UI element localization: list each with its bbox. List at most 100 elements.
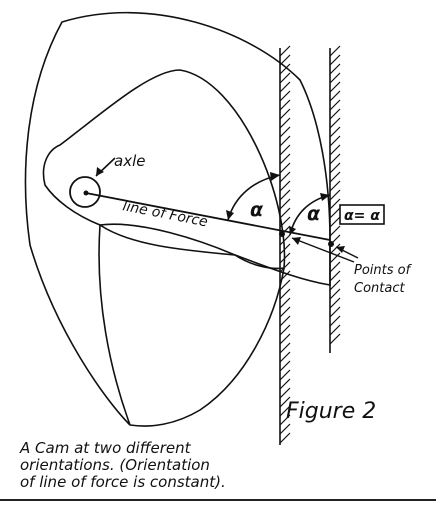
hatch-stroke [329,171,341,183]
hatch-stroke [279,171,291,183]
hatch-stroke [329,54,341,66]
alpha-equality-label: α= α [344,208,380,224]
hatch-stroke [279,189,291,201]
points-of-contact-label-1: Points of [354,263,413,278]
angle-arc-right-arrow-bottom [289,226,296,235]
hatch-stroke [279,117,291,129]
hatch-stroke [279,243,291,255]
hatch-stroke [279,432,291,444]
hatch-stroke [329,153,341,165]
hatch-stroke [279,270,291,282]
hatch-stroke [279,324,291,336]
alpha-label-right: α [307,203,321,225]
hatch-stroke [329,108,341,120]
hatch-stroke [329,81,341,93]
cam-outline-inner [42,69,286,270]
hatch-stroke [329,333,341,345]
hatch-stroke [329,261,341,273]
hatch-stroke [329,126,341,138]
hatch-stroke [279,342,291,354]
hatch-stroke [329,270,341,282]
hatch-stroke [279,63,291,75]
contact-point-1 [279,231,285,237]
angle-arc-right-arrow-top [320,193,330,201]
hatch-stroke [279,198,291,210]
hatch-stroke [279,207,291,219]
points-of-contact-label-2: Contact [354,281,405,296]
hatch-stroke [329,207,341,219]
bottom-divider [0,499,436,501]
hatch-stroke [279,90,291,102]
contact-pointer-1-head [292,237,301,245]
hatch-stroke [279,252,291,264]
hatch-stroke [329,117,341,129]
hatch-stroke [279,153,291,165]
hatch-stroke [279,108,291,120]
hatch-stroke [279,144,291,156]
figure-title: Figure 2 [286,399,376,424]
hatch-stroke [279,369,291,381]
hatch-stroke [329,189,341,201]
contact-pointer-1 [291,237,355,263]
hatch-stroke [279,333,291,345]
hatch-stroke [279,306,291,318]
hatch-stroke [329,180,341,192]
hatch-stroke [329,243,341,255]
cam-outline-lower [129,267,285,427]
alpha-label-left: α [250,199,264,221]
hatch-stroke [329,252,341,264]
hatch-stroke [329,216,341,228]
hatch-stroke [329,288,341,300]
hatch-stroke [279,216,291,228]
hatch-stroke [279,135,291,147]
hatch-stroke [279,279,291,291]
angle-arc-left-arrow-bottom [226,210,234,220]
hatch-stroke [329,279,341,291]
hatch-stroke [279,99,291,111]
axle-circle [69,176,101,208]
hatch-stroke [329,198,341,210]
line-of-force [85,192,331,241]
hatch-stroke [279,405,291,417]
caption-line-2: orientations. (Orientation [20,456,210,474]
hatch-stroke [329,99,341,111]
hatch-stroke [329,72,341,84]
hatch-stroke [279,351,291,363]
hatch-stroke [279,396,291,408]
hatch-stroke [279,378,291,390]
hatch-stroke [279,81,291,93]
contact-pointer-2-head [336,246,345,253]
hatch-stroke [279,297,291,309]
hatch-stroke [279,180,291,192]
hatch-stroke [329,306,341,318]
hatch-stroke [329,45,341,57]
hatch-stroke [329,162,341,174]
hatch-stroke [329,90,341,102]
contact-point-2 [328,241,334,247]
cam-outline-outer [24,11,331,426]
hatch-stroke [279,126,291,138]
axle-pointer-arrowhead [96,167,104,176]
hatch-stroke [329,135,341,147]
hatch-stroke [329,144,341,156]
hatch-stroke [329,63,341,75]
figure-caption: A Cam at two different orientations. (Or… [20,440,320,491]
hatch-stroke [279,72,291,84]
hatch-stroke [279,162,291,174]
alpha-equality-box [339,204,385,225]
hatch-stroke [279,261,291,273]
caption-line-1: A Cam at two different [20,439,191,457]
hatch-stroke [329,297,341,309]
hatch-stroke [279,414,291,426]
hatch-stroke [279,423,291,435]
hatch-stroke [329,324,341,336]
wall-left-hatching [279,45,291,444]
caption-line-3: of line of force is constant). [20,473,226,491]
hatch-stroke [279,315,291,327]
hatch-stroke [279,45,291,57]
hatch-stroke [279,234,291,246]
hatch-stroke [329,315,341,327]
hatch-stroke [279,54,291,66]
angle-arc-left-arrow-top [270,172,280,181]
